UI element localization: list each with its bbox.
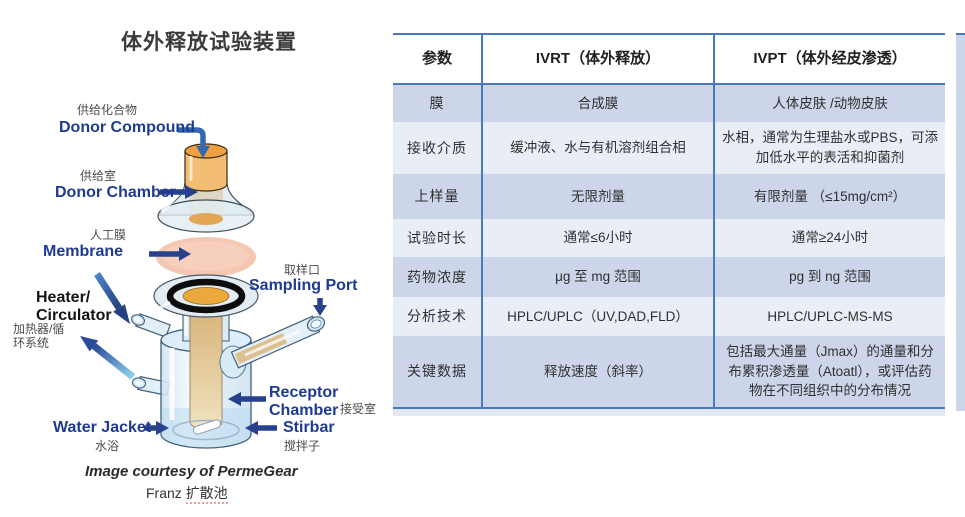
table-row-analytical-technique: 分析技术 HPLC/UPLC（UV,DAD,FLD） HPLC/UPLC-MS-… — [393, 297, 945, 336]
receptor-label-line1: Receptor — [269, 384, 339, 401]
franz-caption-zh: 扩散池 — [185, 485, 228, 504]
stirbar-arrow — [245, 421, 277, 435]
row-ivpt-value: HPLC/UPLC-MS-MS — [713, 297, 945, 336]
row-ivrt-value: HPLC/UPLC（UV,DAD,FLD） — [481, 297, 713, 336]
row-ivpt-value: 人体皮肤 /动物皮肤 — [713, 85, 945, 122]
water-jacket-arrow — [144, 421, 169, 435]
membrane-label: Membrane — [43, 243, 124, 260]
header-ivpt: IVPT（体外经皮渗透） — [713, 35, 945, 83]
donor-compound-label: Donor Compound — [59, 119, 195, 136]
water-jacket-label: Water Jacket — [53, 419, 152, 436]
row-ivpt-value: 水相，通常为生理盐水或PBS，可添加低水平的表活和抑菌剂 — [713, 122, 945, 174]
row-param: 上样量 — [414, 188, 460, 205]
row-ivrt-value: 无限剂量 — [481, 174, 713, 219]
row-param: 药物浓度 — [407, 268, 467, 285]
heater-circulator-label: Heater/ Circulator — [36, 289, 112, 325]
heater-label-line2: Circulator — [36, 307, 112, 324]
table-header-row: 参数 IVRT（体外释放） IVPT（体外经皮渗透） — [393, 35, 945, 85]
receptor-chamber-label: Receptor Chamber — [269, 384, 338, 420]
sampling-port-arrow — [313, 298, 327, 316]
row-param: 接收介质 — [407, 139, 467, 156]
donor-chamber-arrow — [160, 185, 198, 199]
sampling-port-label-zh: 取样口 — [284, 263, 321, 277]
membrane-arrow — [149, 247, 191, 261]
water-jacket-label-zh: 水浴 — [95, 439, 120, 453]
membrane-art — [156, 237, 256, 277]
row-ivrt-value: 合成膜 — [481, 85, 713, 122]
row-ivpt-value: 有限剂量 （≤15mg/cm²） — [713, 174, 945, 219]
row-ivpt-value: pg 到 ng 范围 — [713, 257, 945, 297]
donor-chamber-label: Donor Chamber — [55, 184, 176, 201]
donor-compound-arrow — [178, 127, 210, 158]
row-param: 关键数据 — [407, 363, 467, 380]
franz-cell-caption: Franz 扩散池 — [146, 483, 228, 504]
heater-circulator-label-zh: 加热器/循 环系统 — [13, 322, 64, 350]
diagram-title: 体外释放试验装置 — [121, 31, 297, 54]
heater-label-line1: Heater/ — [36, 289, 91, 306]
heater-label-zh-line2: 环系统 — [13, 336, 50, 350]
receptor-label-line2: Chamber — [269, 402, 339, 419]
sampling-port-label: Sampling Port — [249, 277, 358, 294]
donor-chamber-label-zh: 供给室 — [80, 169, 117, 183]
row-ivpt-value: 包括最大通量（Jmax）的通量和分布累积渗透量（Atoatl），或评估药物在不同… — [713, 336, 945, 407]
row-ivrt-value: 通常≤6小时 — [481, 219, 713, 257]
row-ivrt-value: 缓冲液、水与有机溶剂组合相 — [481, 122, 713, 174]
table-row-drug-concentration: 药物浓度 μg 至 mg 范围 pg 到 ng 范围 — [393, 257, 945, 297]
row-ivpt-value: 通常≥24小时 — [713, 219, 945, 257]
table-row-receiving-medium: 接收介质 缓冲液、水与有机溶剂组合相 水相，通常为生理盐水或PBS，可添加低水平… — [393, 122, 945, 174]
heater-arrow-down — [94, 272, 130, 324]
franz-caption-en: Franz — [146, 485, 186, 501]
table-bottom-shadow — [393, 409, 945, 416]
row-ivrt-value: μg 至 mg 范围 — [481, 257, 713, 297]
row-param: 试验时长 — [407, 229, 467, 246]
table-row-dose-amount: 上样量 无限剂量 有限剂量 （≤15mg/cm²） — [393, 174, 945, 219]
row-ivrt-value: 释放速度（斜率） — [481, 336, 713, 407]
membrane-label-zh: 人工膜 — [90, 228, 127, 242]
image-credit-caption: Image courtesy of PermeGear — [85, 463, 298, 480]
table-row-membrane: 膜 合成膜 人体皮肤 /动物皮肤 — [393, 85, 945, 122]
row-param: 分析技术 — [407, 308, 467, 325]
franz-cell-panel: 体外释放试验装置 供给化合物 Donor Compound 供给室 Donor … — [0, 0, 392, 517]
row-param: 膜 — [429, 95, 445, 112]
heater-arrow-up — [80, 336, 136, 380]
donor-compound-label-zh: 供给化合物 — [77, 103, 138, 117]
heater-label-zh-line1: 加热器/循 — [13, 322, 65, 336]
ivrt-ivpt-comparison-table: 参数 IVRT（体外释放） IVPT（体外经皮渗透） 膜 合成膜 人体皮肤 /动… — [393, 33, 945, 409]
header-ivrt: IVRT（体外释放） — [481, 35, 713, 83]
franz-cell-diagram — [80, 127, 327, 449]
receptor-chamber-label-zh: 接受室 — [340, 402, 377, 416]
table-row-test-duration: 试验时长 通常≤6小时 通常≥24小时 — [393, 219, 945, 257]
header-parameter: 参数 — [421, 50, 452, 68]
receptor-cell-art — [131, 274, 326, 449]
table-row-key-data: 关键数据 释放速度（斜率） 包括最大通量（Jmax）的通量和分布累积渗透量（At… — [393, 336, 945, 407]
stirbar-label: Stirbar — [283, 419, 335, 436]
stirbar-label-zh: 搅拌子 — [284, 439, 321, 453]
right-edge-strip — [956, 33, 965, 411]
receptor-chamber-arrow — [228, 392, 266, 406]
